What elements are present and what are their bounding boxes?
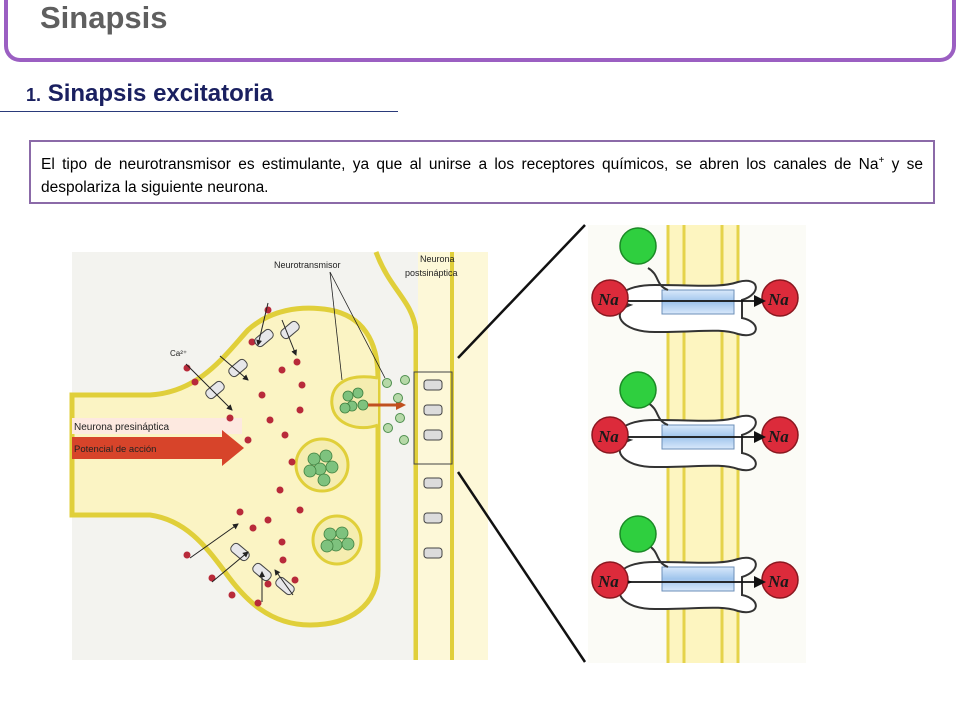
description-text-2: y se despolariza la siguiente neurona. xyxy=(41,156,923,197)
receptor-ligand-3 xyxy=(619,515,657,553)
slide-title: Sinapsis xyxy=(40,0,168,35)
action-potential-label: Potencial de acción xyxy=(74,444,156,455)
sodium-channel-2: Na Na xyxy=(591,371,799,472)
released-neurotransmitter xyxy=(382,375,410,445)
synapse-overview-panel: Neurona presináptica Potencial de acción xyxy=(69,251,488,660)
sodium-label-in-3: Na xyxy=(597,572,619,591)
section-underline xyxy=(0,111,398,112)
postsynaptic-receptors xyxy=(423,379,443,559)
vesicle-group xyxy=(294,375,406,566)
description-text-1: El tipo de neurotransmisor es estimulant… xyxy=(41,156,879,174)
presynaptic-label: Neurona presináptica xyxy=(74,422,169,433)
sodium-channel-1: Na Na xyxy=(591,227,799,337)
sodium-ion-out-1 xyxy=(761,279,799,317)
sodium-ion-in-2 xyxy=(591,416,629,454)
postsynaptic-label-line1: Neurona xyxy=(420,254,455,264)
zoom-region xyxy=(413,371,453,465)
sodium-label-out-2: Na xyxy=(767,427,789,446)
section-number: 1. xyxy=(26,85,42,105)
section-title: Sinapsis excitatoria xyxy=(47,80,274,107)
postsynaptic-membrane xyxy=(373,251,419,660)
zoomed-membrane-panel: Na Na Na Na Na Na xyxy=(588,225,806,663)
zoom-line-top xyxy=(457,224,586,359)
sodium-ion-in-1 xyxy=(591,279,629,317)
sodium-label-in-2: Na xyxy=(597,427,619,446)
action-potential-arrow xyxy=(72,430,244,466)
sodium-ion-in-3 xyxy=(591,561,629,599)
postsynaptic-label-line2: postsináptica xyxy=(405,268,458,278)
title-box: Sinapsis xyxy=(4,0,956,62)
section-heading: 1. Sinapsis excitatoria xyxy=(26,80,273,108)
sodium-superscript: + xyxy=(878,155,885,166)
receptor-ligand-1 xyxy=(619,227,657,265)
zoom-line-bottom xyxy=(456,471,587,663)
sodium-label-out-1: Na xyxy=(767,290,789,309)
neurotransmitter-label: Neurotransmisor xyxy=(274,260,341,270)
sodium-channel-3: Na Na xyxy=(591,515,799,614)
description-box: El tipo de neurotransmisor es estimulant… xyxy=(29,140,935,204)
sodium-label-out-3: Na xyxy=(767,572,789,591)
sodium-label-in-1: Na xyxy=(597,290,619,309)
receptor-ligand-2 xyxy=(619,371,657,409)
synapse-diagram: Neurona presináptica Potencial de acción xyxy=(69,224,806,663)
calcium-ions xyxy=(183,306,306,607)
calcium-label: Ca²⁺ xyxy=(170,349,187,358)
